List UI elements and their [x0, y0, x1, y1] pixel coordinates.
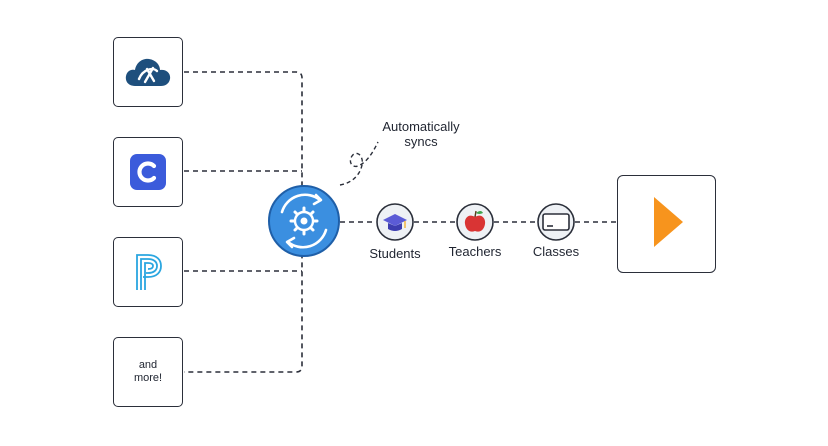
flow-node-students	[376, 203, 414, 241]
apple-icon	[464, 210, 486, 232]
annotation-squiggle	[339, 141, 379, 186]
flow-label-classes: Classes	[532, 244, 580, 259]
source-powerschool	[113, 237, 183, 307]
powerschool-p-logo-icon	[136, 254, 162, 290]
sync-hub	[268, 185, 340, 257]
sync-annotation: Automatically syncs	[382, 119, 460, 149]
flow-node-classes	[537, 203, 575, 241]
graduation-cap-icon	[383, 214, 407, 231]
cloud-logo-icon	[125, 58, 171, 86]
more-label: and more!	[133, 359, 163, 384]
source-more: and more!	[113, 337, 183, 407]
chalkboard-icon	[542, 213, 570, 231]
sync-gear-icon	[280, 193, 328, 249]
flow-label-students: Students	[369, 246, 421, 261]
play-triangle-icon	[654, 197, 683, 247]
destination-box	[617, 175, 716, 273]
flow-label-teachers: Teachers	[448, 244, 502, 259]
clever-c-logo-icon	[130, 154, 166, 190]
source-classlink	[113, 37, 183, 107]
source-clever	[113, 137, 183, 207]
flow-node-teachers	[456, 203, 494, 241]
